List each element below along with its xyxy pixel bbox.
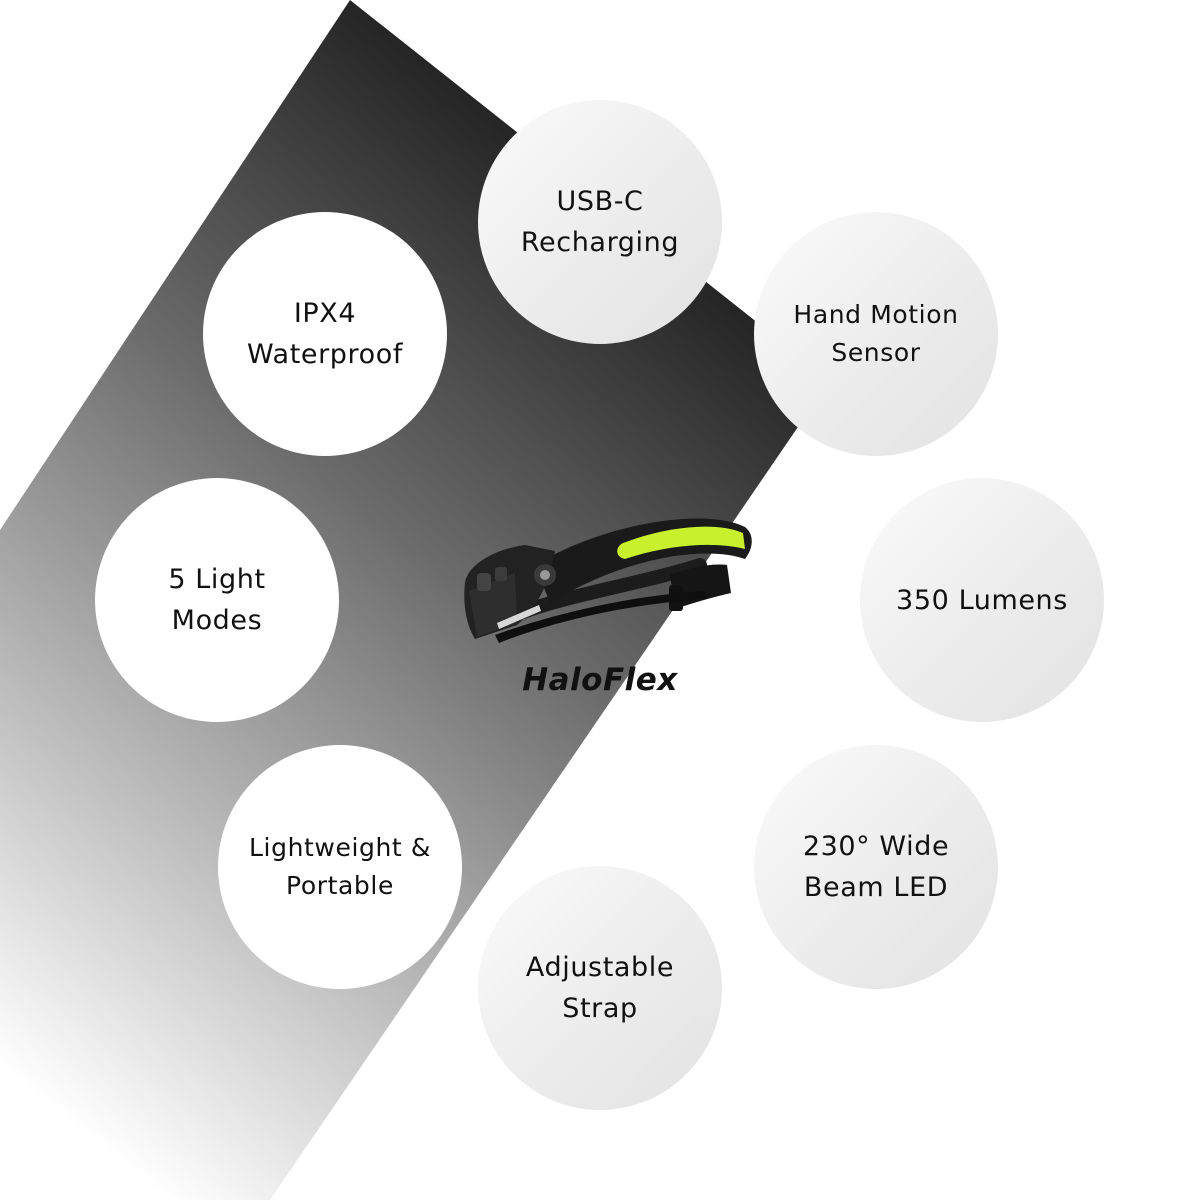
feature-label: Lightweight & Portable xyxy=(249,833,431,900)
feature-label: Hand Motion Sensor xyxy=(793,300,959,367)
feature-label: Adjustable Strap xyxy=(525,952,675,1024)
feature-usb-c-recharging: USB-C Recharging xyxy=(478,100,722,344)
product-name: HaloFlex xyxy=(522,662,678,698)
feature-label: 230° Wide Beam LED xyxy=(802,831,950,903)
feature-ipx4-waterproof: IPX4 Waterproof xyxy=(203,212,447,456)
feature-wide-beam-led: 230° Wide Beam LED xyxy=(754,745,998,989)
feature-adjustable-strap: Adjustable Strap xyxy=(478,866,722,1110)
feature-label: 350 Lumens xyxy=(896,584,1068,616)
headlamp-band-icon xyxy=(464,518,752,643)
feature-label: IPX4 Waterproof xyxy=(246,298,403,370)
feature-label: USB-C Recharging xyxy=(520,186,680,258)
feature-lumens: 350 Lumens xyxy=(860,478,1104,722)
cob-led-strip xyxy=(617,526,745,559)
feature-label: 5 Light Modes xyxy=(168,564,266,636)
feature-lightweight-portable: Lightweight & Portable xyxy=(218,745,462,989)
feature-hand-motion-sensor: Hand Motion Sensor xyxy=(754,212,998,456)
feature-light-modes: 5 Light Modes xyxy=(95,478,339,722)
